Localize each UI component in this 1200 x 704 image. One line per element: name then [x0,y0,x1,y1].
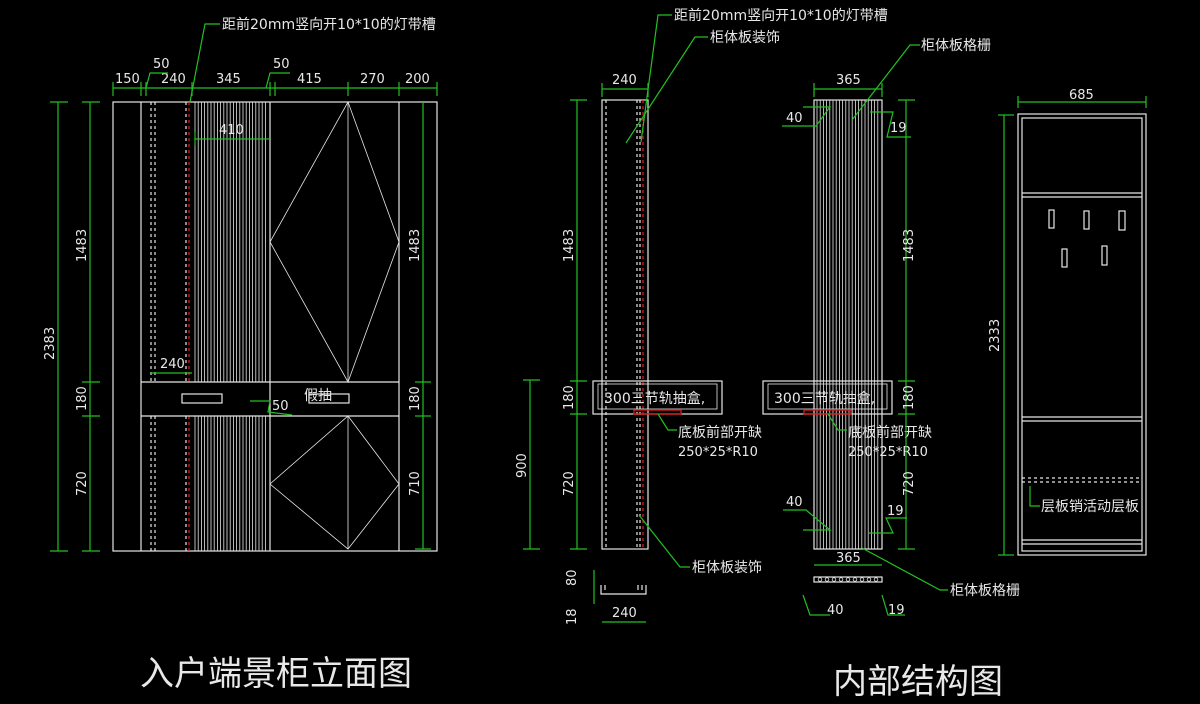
diamond-upper [269,101,400,383]
diamond-lower [269,415,400,550]
dim-right-180: 180 [408,386,423,411]
side-bottom-label: 柜体板装饰 [692,560,762,576]
grille-dim-720: 720 [902,471,917,496]
cabinet-height-2333: 2333 [988,319,1003,352]
grille-section-19: 19 [888,603,905,618]
side-panel-outline [601,99,649,550]
grille-slats [816,100,879,549]
structure-title: 内部结构图 [833,662,1003,702]
grille-slats-lower [194,416,266,551]
cabinet-structure-view: 685 2333 层板销活动层板 [988,88,1147,556]
side-panel-view: 240 距前20mm竖向开10*10的灯带槽 柜体板装饰 300三节轨抽盒, 底… [515,7,888,625]
side-section-detail [600,585,647,595]
grille-bottom-width-365: 365 [836,551,861,566]
grille-bottom-offset-40: 40 [786,495,803,510]
section-dim-240: 240 [612,606,637,621]
grille-panel-view: 365 柜体板格栅 40 19 300三节轨抽盒, 底板前部开缺 250*25*… [762,38,1020,618]
grille-bottom-offset-19: 19 [887,504,904,519]
slot-hole [831,577,837,582]
slot-hole [817,577,823,582]
side-dim-900: 900 [515,453,530,478]
dim-drawer-gap-50: 50 [272,399,289,414]
dim-right-1483: 1483 [408,229,423,262]
grille-bottom-label: 柜体板格栅 [950,583,1020,599]
side-panel-label: 柜体板装饰 [710,30,780,46]
slot-hole [873,577,879,582]
dim-right-710: 710 [408,471,423,496]
dim-left-1483: 1483 [75,229,90,262]
dim-width-240: 240 [161,72,186,87]
dim-inner-410: 410 [219,123,244,138]
slot-hole [845,577,851,582]
drawer-handle [181,393,223,404]
grille-width-365: 365 [836,73,861,88]
grille-offset-19: 19 [890,121,907,136]
hook [1048,209,1055,229]
hook [1101,245,1108,266]
cabinet-outline [112,101,438,552]
grille-section-40: 40 [827,603,844,618]
fake-drawer-handle [308,393,350,404]
grille-drawer-label: 300三节轨抽盒, [774,390,875,407]
fake-drawer-label: 假抽 [304,388,332,404]
dim-width-415: 415 [297,72,322,87]
slot-hole [859,577,865,582]
grille-dim-1483: 1483 [902,229,917,262]
section-dim-80: 80 [565,569,580,586]
structure-top-note: 距前20mm竖向开10*10的灯带槽 [674,7,888,24]
grille-slats-upper [194,102,266,382]
side-dim-1483: 1483 [562,229,577,262]
dim-width-345: 345 [216,72,241,87]
slot-hole [852,577,858,582]
elevation-top-note: 距前20mm竖向开10*10的灯带槽 [222,16,436,33]
dim-width-270: 270 [360,72,385,87]
slot-hole [838,577,844,582]
grille-dim-180: 180 [902,385,917,410]
grille-panel-label: 柜体板格栅 [921,38,991,54]
side-notch-size: 250*25*R10 [678,445,758,460]
side-drawer-label: 300三节轨抽盒, [604,390,705,407]
grille-notch-note: 底板前部开缺 [848,424,932,441]
elevation-title: 入户端景柜立面图 [140,654,412,694]
elevation-view: 假抽 150 50 240 345 50 415 270 200 距前20mm竖… [43,16,438,552]
grille-notch-size: 250*25*R10 [848,445,928,460]
hook [1083,210,1090,230]
dim-lower-240: 240 [160,357,185,372]
hook [1118,210,1126,231]
dim-left-720: 720 [75,471,90,496]
hook [1061,248,1068,268]
grille-panel-outline [813,99,883,550]
grille-offset-40: 40 [786,111,803,126]
grille-section-detail [813,576,883,583]
cabinet-width-685: 685 [1069,88,1094,103]
dim-width-200: 200 [405,72,430,87]
side-dim-720: 720 [562,471,577,496]
dim-width-150: 150 [115,72,140,87]
cabinet-frame [1017,113,1147,556]
dim-left-180: 180 [75,386,90,411]
slot-hole [866,577,872,582]
shelf-note: 层板销活动层板 [1041,499,1139,515]
side-notch-note: 底板前部开缺 [678,424,762,441]
side-notch [633,409,682,415]
grille-notch [803,409,852,415]
side-width-240: 240 [612,73,637,88]
side-dim-180: 180 [562,385,577,410]
slot-hole [824,577,830,582]
dim-total-height-2383: 2383 [43,327,58,360]
dim-width-50a: 50 [153,57,170,72]
section-dim-18: 18 [565,608,580,625]
dim-width-50b: 50 [273,57,290,72]
